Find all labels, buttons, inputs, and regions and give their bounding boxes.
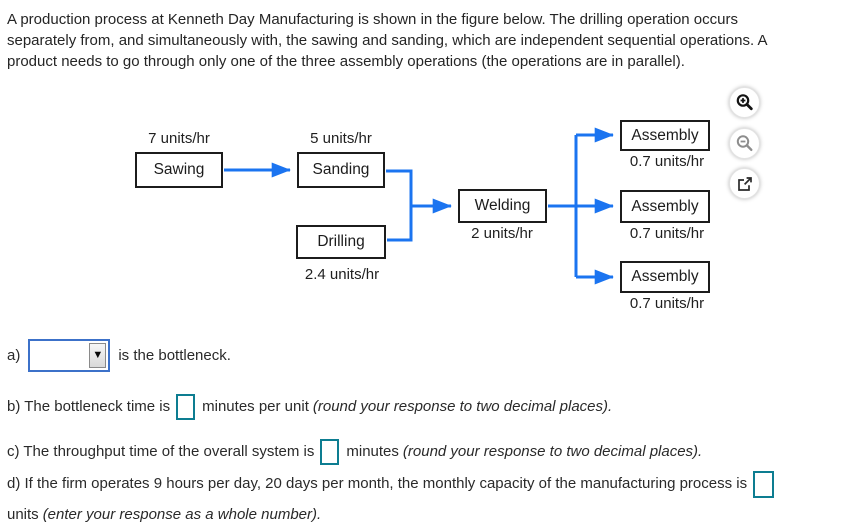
question-c-note: (round your response to two decimal plac… (402, 442, 703, 460)
question-a-label: a) (7, 346, 21, 364)
node-drilling: Drilling (296, 225, 386, 259)
node-sanding-label: Sanding (312, 161, 370, 178)
node-sanding: Sanding (297, 152, 385, 188)
question-d-prefix: d) If the firm operates 9 hours per day,… (7, 475, 748, 492)
problem-statement: A production process at Kenneth Day Manu… (7, 9, 767, 72)
question-a: a) ▼ is the bottleneck. (7, 338, 231, 372)
caret-down-icon: ▼ (92, 349, 104, 361)
zoom-in-icon (736, 94, 753, 111)
question-d: d) If the firm operates 9 hours per day,… (7, 468, 780, 530)
question-c-units: minutes (346, 442, 399, 460)
node-sawing: Sawing (135, 152, 223, 188)
rate-label-welding: 2 units/hr (471, 225, 533, 242)
zoom-out-button[interactable] (729, 128, 760, 159)
zoom-out-icon (736, 135, 753, 152)
monthly-capacity-input[interactable] (753, 470, 775, 498)
question-a-suffix: is the bottleneck. (118, 346, 231, 364)
node-welding: Welding (458, 189, 547, 223)
question-b-prefix: b) The bottleneck time is (7, 397, 171, 415)
open-in-new-window-button[interactable] (729, 168, 760, 199)
open-in-new-window-icon (737, 176, 752, 191)
problem-statement-line: separately from, and simultaneously with… (7, 32, 768, 49)
node-assembly-1-label: Assembly (631, 126, 699, 144)
node-welding-label: Welding (474, 197, 531, 214)
problem-statement-line: product needs to go through only one of … (7, 53, 685, 70)
bottleneck-time-input[interactable] (176, 394, 196, 420)
node-sawing-label: Sawing (153, 161, 205, 178)
question-b-note: (round your response to two decimal plac… (312, 397, 613, 415)
throughput-time-input[interactable] (320, 439, 340, 465)
rate-label-sanding: 5 units/hr (310, 130, 372, 147)
node-assembly-2: Assembly (620, 190, 710, 223)
zoom-in-button[interactable] (729, 87, 760, 118)
node-assembly-3: Assembly (620, 261, 710, 293)
question-c: c) The throughput time of the overall sy… (7, 439, 702, 465)
node-assembly-1: Assembly (620, 120, 710, 151)
rate-label-assembly-1: 0.7 units/hr (629, 153, 705, 170)
rate-label-assembly-3: 0.7 units/hr (629, 295, 705, 312)
question-b-units: minutes per unit (202, 397, 309, 415)
dropdown-caret-button[interactable]: ▼ (89, 342, 107, 368)
question-d-note: (enter your response as a whole number). (42, 506, 322, 523)
node-assembly-3-label: Assembly (631, 268, 699, 285)
question-b: b) The bottleneck time is minutes per uni… (7, 394, 612, 420)
node-drilling-label: Drilling (317, 233, 365, 250)
rate-label-assembly-2: 0.7 units/hr (629, 225, 705, 242)
question-c-prefix: c) The throughput time of the overall sy… (7, 442, 315, 460)
question-d-units: units (7, 506, 39, 523)
problem-statement-line: A production process at Kenneth Day Manu… (7, 11, 738, 28)
node-assembly-2-label: Assembly (631, 197, 699, 215)
rate-label-sawing: 7 units/hr (148, 130, 210, 147)
rate-label-drilling: 2.4 units/hr (304, 266, 380, 283)
bottleneck-dropdown[interactable]: ▼ (28, 338, 111, 372)
